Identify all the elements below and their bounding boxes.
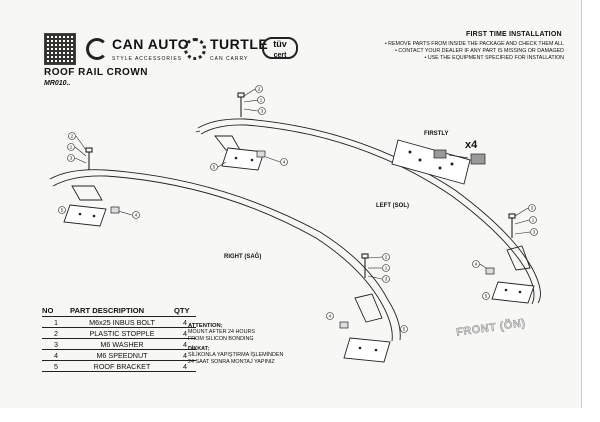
table-row: 4 M6 SPEEDNUT 4: [42, 349, 196, 361]
table-row: 5 ROOF BRACKET 4: [42, 360, 196, 372]
speednut: [110, 150, 495, 329]
dikkat-line: SİLİKONLA YAPIŞTIRMA İŞLEMİNDEN: [188, 352, 284, 359]
attention-title: ATTENTION;: [188, 323, 223, 329]
installation-item: • CONTACT YOUR DEALER IF ANY PART IS MIS…: [395, 48, 564, 54]
table-header-no: NO: [42, 306, 70, 317]
table-header-description: PART DESCRIPTION: [70, 306, 174, 317]
part-description: M6x25 INBUS BOLT: [70, 316, 174, 328]
table-row: 1 M6x25 INBUS BOLT 4: [42, 316, 196, 328]
can-auto-mark-icon: [86, 38, 108, 60]
right-side-label: RIGHT (SAĞ): [224, 254, 262, 260]
part-description: M6 SPEEDNUT: [70, 349, 174, 361]
can-auto-logo: CAN AUTO STYLE ACCESSORIES: [86, 36, 189, 62]
svg-text:5: 5: [403, 327, 406, 332]
table-header-qty: QTY: [174, 306, 196, 317]
svg-text:4: 4: [283, 160, 286, 165]
tuv-cert-logo: tüv cert: [262, 37, 298, 59]
part-no: 1: [42, 316, 70, 328]
brand1-sub: STYLE ACCESSORIES: [112, 56, 183, 62]
parts-table: NO PART DESCRIPTION QTY 1 M6x25 INBUS BO…: [42, 306, 196, 372]
attention-note: ATTENTION; MOUNT AFTER 24 HOURS FROM SIL…: [188, 323, 255, 342]
document-code: MR010..: [44, 80, 71, 87]
installation-item: • REMOVE PARTS FROM INSIDE THE PACKAGE A…: [384, 41, 564, 47]
svg-text:5: 5: [61, 208, 64, 213]
right-rail: [49, 169, 401, 342]
svg-text:3: 3: [261, 109, 264, 114]
part-no: 4: [42, 349, 70, 361]
part-description: PLASTIC STOPPLE: [70, 327, 174, 339]
part-no: 2: [42, 327, 70, 339]
header: CAN AUTO STYLE ACCESSORIES TURTLE CAN CA…: [0, 0, 600, 74]
svg-text:2: 2: [258, 87, 261, 92]
installation-item: • USE THE EQUIPMENT SPECIFIED FOR INSTAL…: [424, 55, 565, 61]
part-qty: 4: [174, 327, 196, 339]
bracket: [63, 139, 535, 363]
attention-line: MOUNT AFTER 24 HOURS: [188, 329, 255, 336]
part-description: ROOF BRACKET: [70, 360, 174, 372]
clip-icon: [433, 149, 486, 165]
svg-text:4: 4: [135, 213, 138, 218]
svg-text:3: 3: [70, 156, 73, 161]
dikkat-note: DİKKAT; SİLİKONLA YAPIŞTIRMA İŞLEMİNDEN …: [188, 346, 283, 365]
svg-text:1: 1: [532, 218, 535, 223]
page-edge: [581, 0, 600, 422]
quantity-x4-label: x4: [465, 139, 478, 151]
svg-text:4: 4: [475, 262, 478, 267]
cert-text: cert: [273, 52, 287, 59]
callout: [58, 85, 538, 333]
svg-text:2: 2: [71, 134, 74, 139]
part-qty: 4: [174, 360, 196, 372]
brand2-name: TURTLE: [210, 36, 269, 52]
turtle-logo: TURTLE CAN CARRY: [184, 36, 268, 62]
bolt: [85, 92, 516, 278]
part-description: M6 WASHER: [70, 338, 174, 350]
svg-text:5: 5: [485, 294, 488, 299]
table-row: 3 M6 WASHER 4: [42, 338, 196, 350]
document-title: ROOF RAIL CROWN: [44, 67, 148, 78]
tuv-text: tüv: [273, 39, 287, 49]
attention-line: FROM SILICON BONDING: [188, 335, 254, 342]
svg-text:3: 3: [385, 277, 388, 282]
table-row: 2 PLASTIC STOPPLE 4: [42, 327, 196, 339]
left-side-label: LEFT (SOL): [376, 203, 409, 209]
svg-text:5: 5: [213, 165, 216, 170]
svg-text:3: 3: [533, 230, 536, 235]
svg-text:1: 1: [260, 98, 263, 103]
part-qty: 4: [174, 316, 196, 328]
part-qty: 4: [174, 349, 196, 361]
brand1-name: CAN AUTO: [112, 36, 190, 52]
bottom-margin: [0, 408, 600, 422]
firstly-label: FIRSTLY: [424, 131, 449, 137]
part-no: 5: [42, 360, 70, 372]
part-no: 3: [42, 338, 70, 350]
svg-text:3: 3: [531, 206, 534, 211]
svg-text:1: 1: [385, 266, 388, 271]
turtle-mark-icon: [184, 38, 206, 60]
part-qty: 4: [174, 338, 196, 350]
qr-code-icon: [44, 33, 76, 65]
installation-list: • REMOVE PARTS FROM INSIDE THE PACKAGE A…: [378, 41, 564, 62]
svg-text:1: 1: [70, 145, 73, 150]
dikkat-line: 24 SAAT SONRA MONTAJ YAPINIZ: [188, 358, 275, 365]
dikkat-title: DİKKAT;: [188, 346, 210, 352]
installation-title: FIRST TIME INSTALLATION: [466, 31, 562, 38]
svg-text:4: 4: [329, 314, 332, 319]
svg-text:2: 2: [385, 255, 388, 260]
brand2-sub: CAN CARRY: [210, 56, 249, 62]
